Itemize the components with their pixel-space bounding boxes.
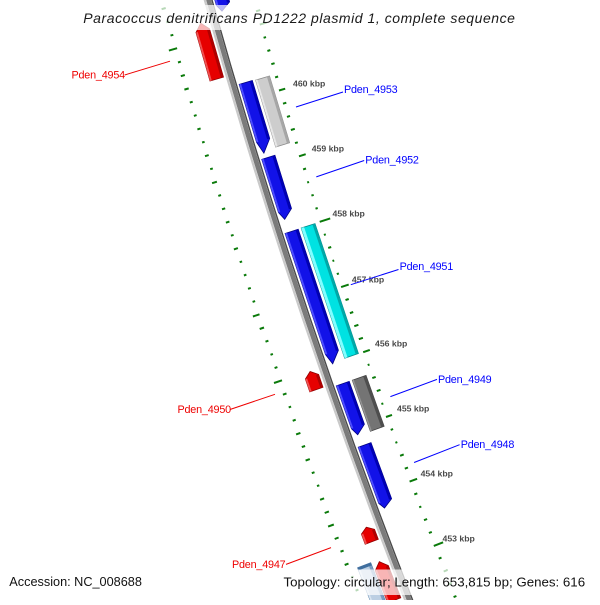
svg-text:Pden_4952: Pden_4952 (365, 154, 419, 166)
svg-text:Pden_4947: Pden_4947 (232, 559, 286, 571)
svg-text:Paracoccus denitrificans PD122: Paracoccus denitrificans PD1222 plasmid … (83, 10, 515, 26)
svg-text:453 kbp: 453 kbp (443, 533, 475, 543)
svg-text:Pden_4949: Pden_4949 (438, 374, 492, 386)
svg-text:458 kbp: 458 kbp (333, 208, 365, 218)
svg-text:Pden_4954: Pden_4954 (72, 70, 126, 82)
svg-text:Pden_4951: Pden_4951 (400, 261, 454, 273)
svg-text:454 kbp: 454 kbp (421, 468, 453, 478)
svg-text:459 kbp: 459 kbp (312, 143, 344, 153)
svg-text:Pden_4948: Pden_4948 (461, 439, 515, 451)
svg-text:Pden_4950: Pden_4950 (178, 404, 232, 416)
svg-text:Pden_4953: Pden_4953 (344, 84, 398, 96)
svg-text:456 kbp: 456 kbp (375, 338, 407, 348)
svg-text:Topology: circular; Length: 65: Topology: circular; Length: 653,815 bp; … (284, 575, 586, 590)
svg-text:455 kbp: 455 kbp (397, 403, 429, 413)
svg-text:Accession: NC_008688: Accession: NC_008688 (9, 575, 142, 589)
svg-text:460 kbp: 460 kbp (293, 78, 325, 88)
